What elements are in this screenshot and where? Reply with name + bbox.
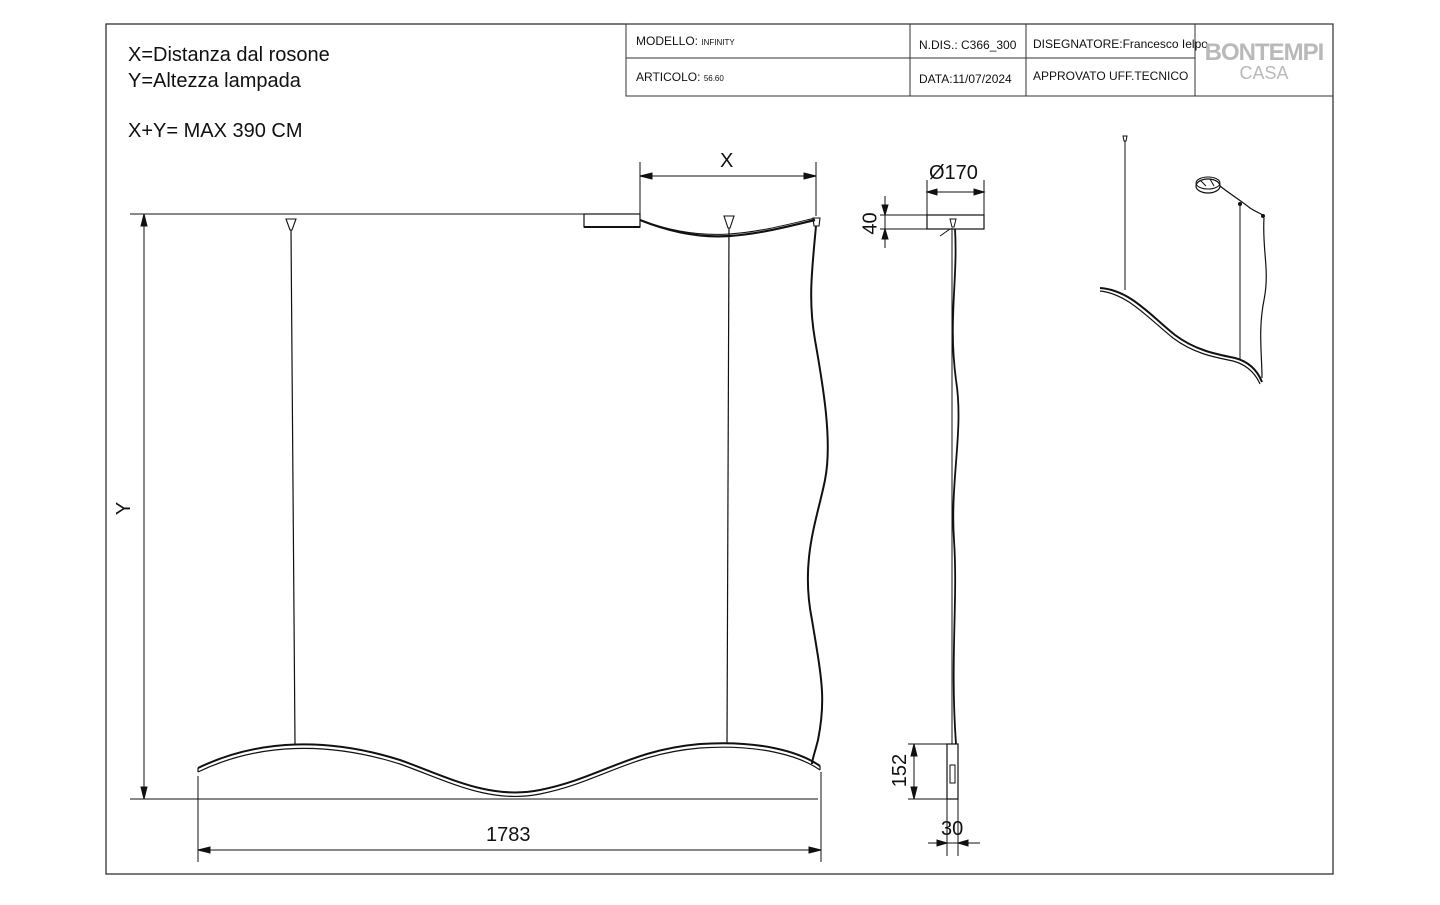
dimension-diameter-label: Ø170 [929, 162, 978, 184]
designer-field: DISEGNATORE:Francesco Ielpo [1033, 37, 1208, 51]
note-max-length: X+Y= MAX 390 CM [128, 120, 303, 142]
note-y-definition: Y=Altezza lampada [128, 70, 301, 92]
approval-field: APPROVATO UFF.TECNICO [1033, 69, 1189, 83]
dimension-length-label: 1783 [486, 824, 531, 846]
date-field: DATA:11/07/2024 [919, 72, 1012, 86]
dimension-y-label: Y [113, 501, 136, 516]
note-x-definition: X=Distanza dal rosone [128, 44, 330, 66]
side-view-dimensions [880, 180, 986, 856]
isometric-view [1099, 135, 1267, 385]
side-view [926, 214, 985, 800]
logo-brand: BONTEMPI [1204, 39, 1325, 66]
bontempi-logo: BONTEMPI CASA [1198, 39, 1330, 83]
front-view [130, 213, 829, 800]
dimension-x-label: X [720, 150, 734, 172]
modello-field: MODELLO: INFINITY [636, 34, 735, 48]
articolo-value: 56.60 [703, 74, 724, 83]
articolo-label: ARTICOLO: [636, 70, 701, 84]
dimension-canopy-height-label: 40 [859, 212, 882, 235]
drawing-number: N.DIS.: C366_300 [919, 38, 1017, 52]
notes-block: X=Distanza dal rosone Y=Altezza lampada [128, 42, 330, 94]
modello-value: INFINITY [701, 38, 735, 47]
title-block-grid [625, 23, 1334, 97]
articolo-field: ARTICOLO: 56.60 [636, 70, 724, 84]
modello-label: MODELLO: [636, 34, 699, 48]
dimension-body-width-label: 30 [941, 818, 964, 840]
front-view-dimensions [140, 162, 822, 862]
dimension-body-height-label: 152 [889, 753, 912, 788]
logo-sub: CASA [1239, 63, 1289, 83]
